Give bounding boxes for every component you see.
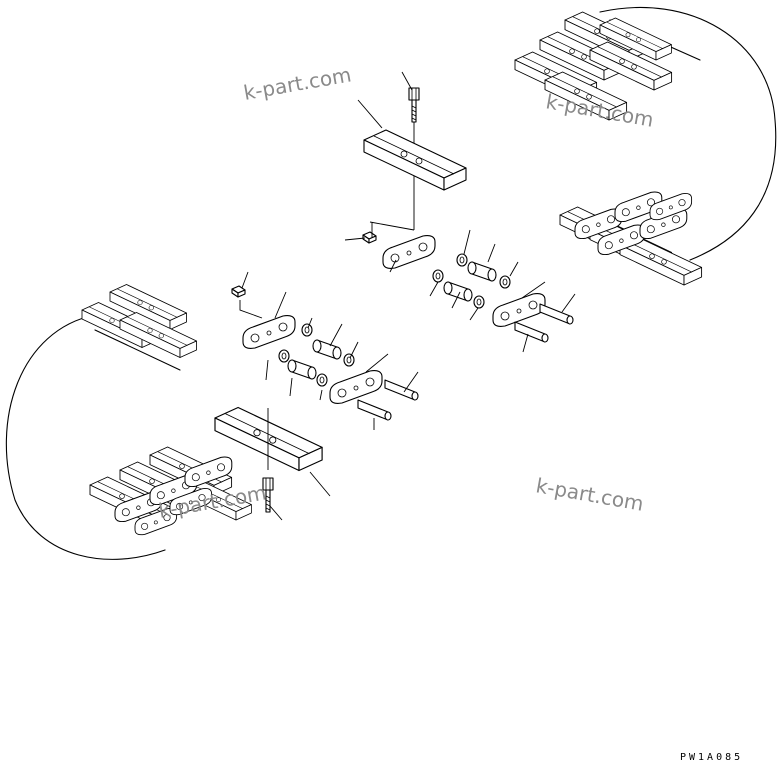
master-link-left (242, 315, 296, 349)
seal-ring-3 (432, 269, 444, 283)
callout-leaders (241, 71, 576, 521)
bushing-upper (467, 261, 497, 282)
bushing-left (312, 339, 342, 360)
bushing-lower (287, 359, 317, 380)
track-pin-right-1 (539, 303, 574, 325)
seal-ring-6 (343, 353, 355, 367)
track-pin-right-2 (514, 321, 549, 343)
watermark-top-left: k-part.com (242, 62, 353, 105)
seal-ring-4 (473, 295, 485, 309)
right-track-loop-outline (599, 7, 777, 261)
master-link-right (492, 293, 546, 327)
exploded-parts (214, 87, 574, 513)
master-link-upper (382, 235, 436, 269)
square-nut-upper (362, 231, 377, 244)
seal-ring-5 (301, 323, 313, 337)
left-track-assembly (5, 284, 252, 560)
track-shoe-upper (363, 129, 467, 191)
shoe-bolt-upper (408, 87, 420, 123)
seal-ring-8 (316, 373, 328, 387)
bushing-middle (443, 281, 473, 302)
seal-ring-2 (499, 275, 511, 289)
left-track-loop-outline (5, 314, 166, 560)
left-upper-shoe-stack (81, 284, 197, 358)
master-link-lower (329, 370, 383, 404)
seal-ring-1 (456, 253, 468, 267)
square-nut-lower (231, 285, 246, 298)
track-pin-left-1 (384, 379, 419, 401)
right-lower-link-stack (559, 191, 703, 286)
drawing-code: PW1A085 (680, 752, 743, 763)
right-track-assembly (514, 7, 777, 286)
watermark-bottom-right: k-part.com (534, 473, 645, 516)
track-pin-left-2 (357, 399, 392, 421)
seal-ring-7 (278, 349, 290, 363)
